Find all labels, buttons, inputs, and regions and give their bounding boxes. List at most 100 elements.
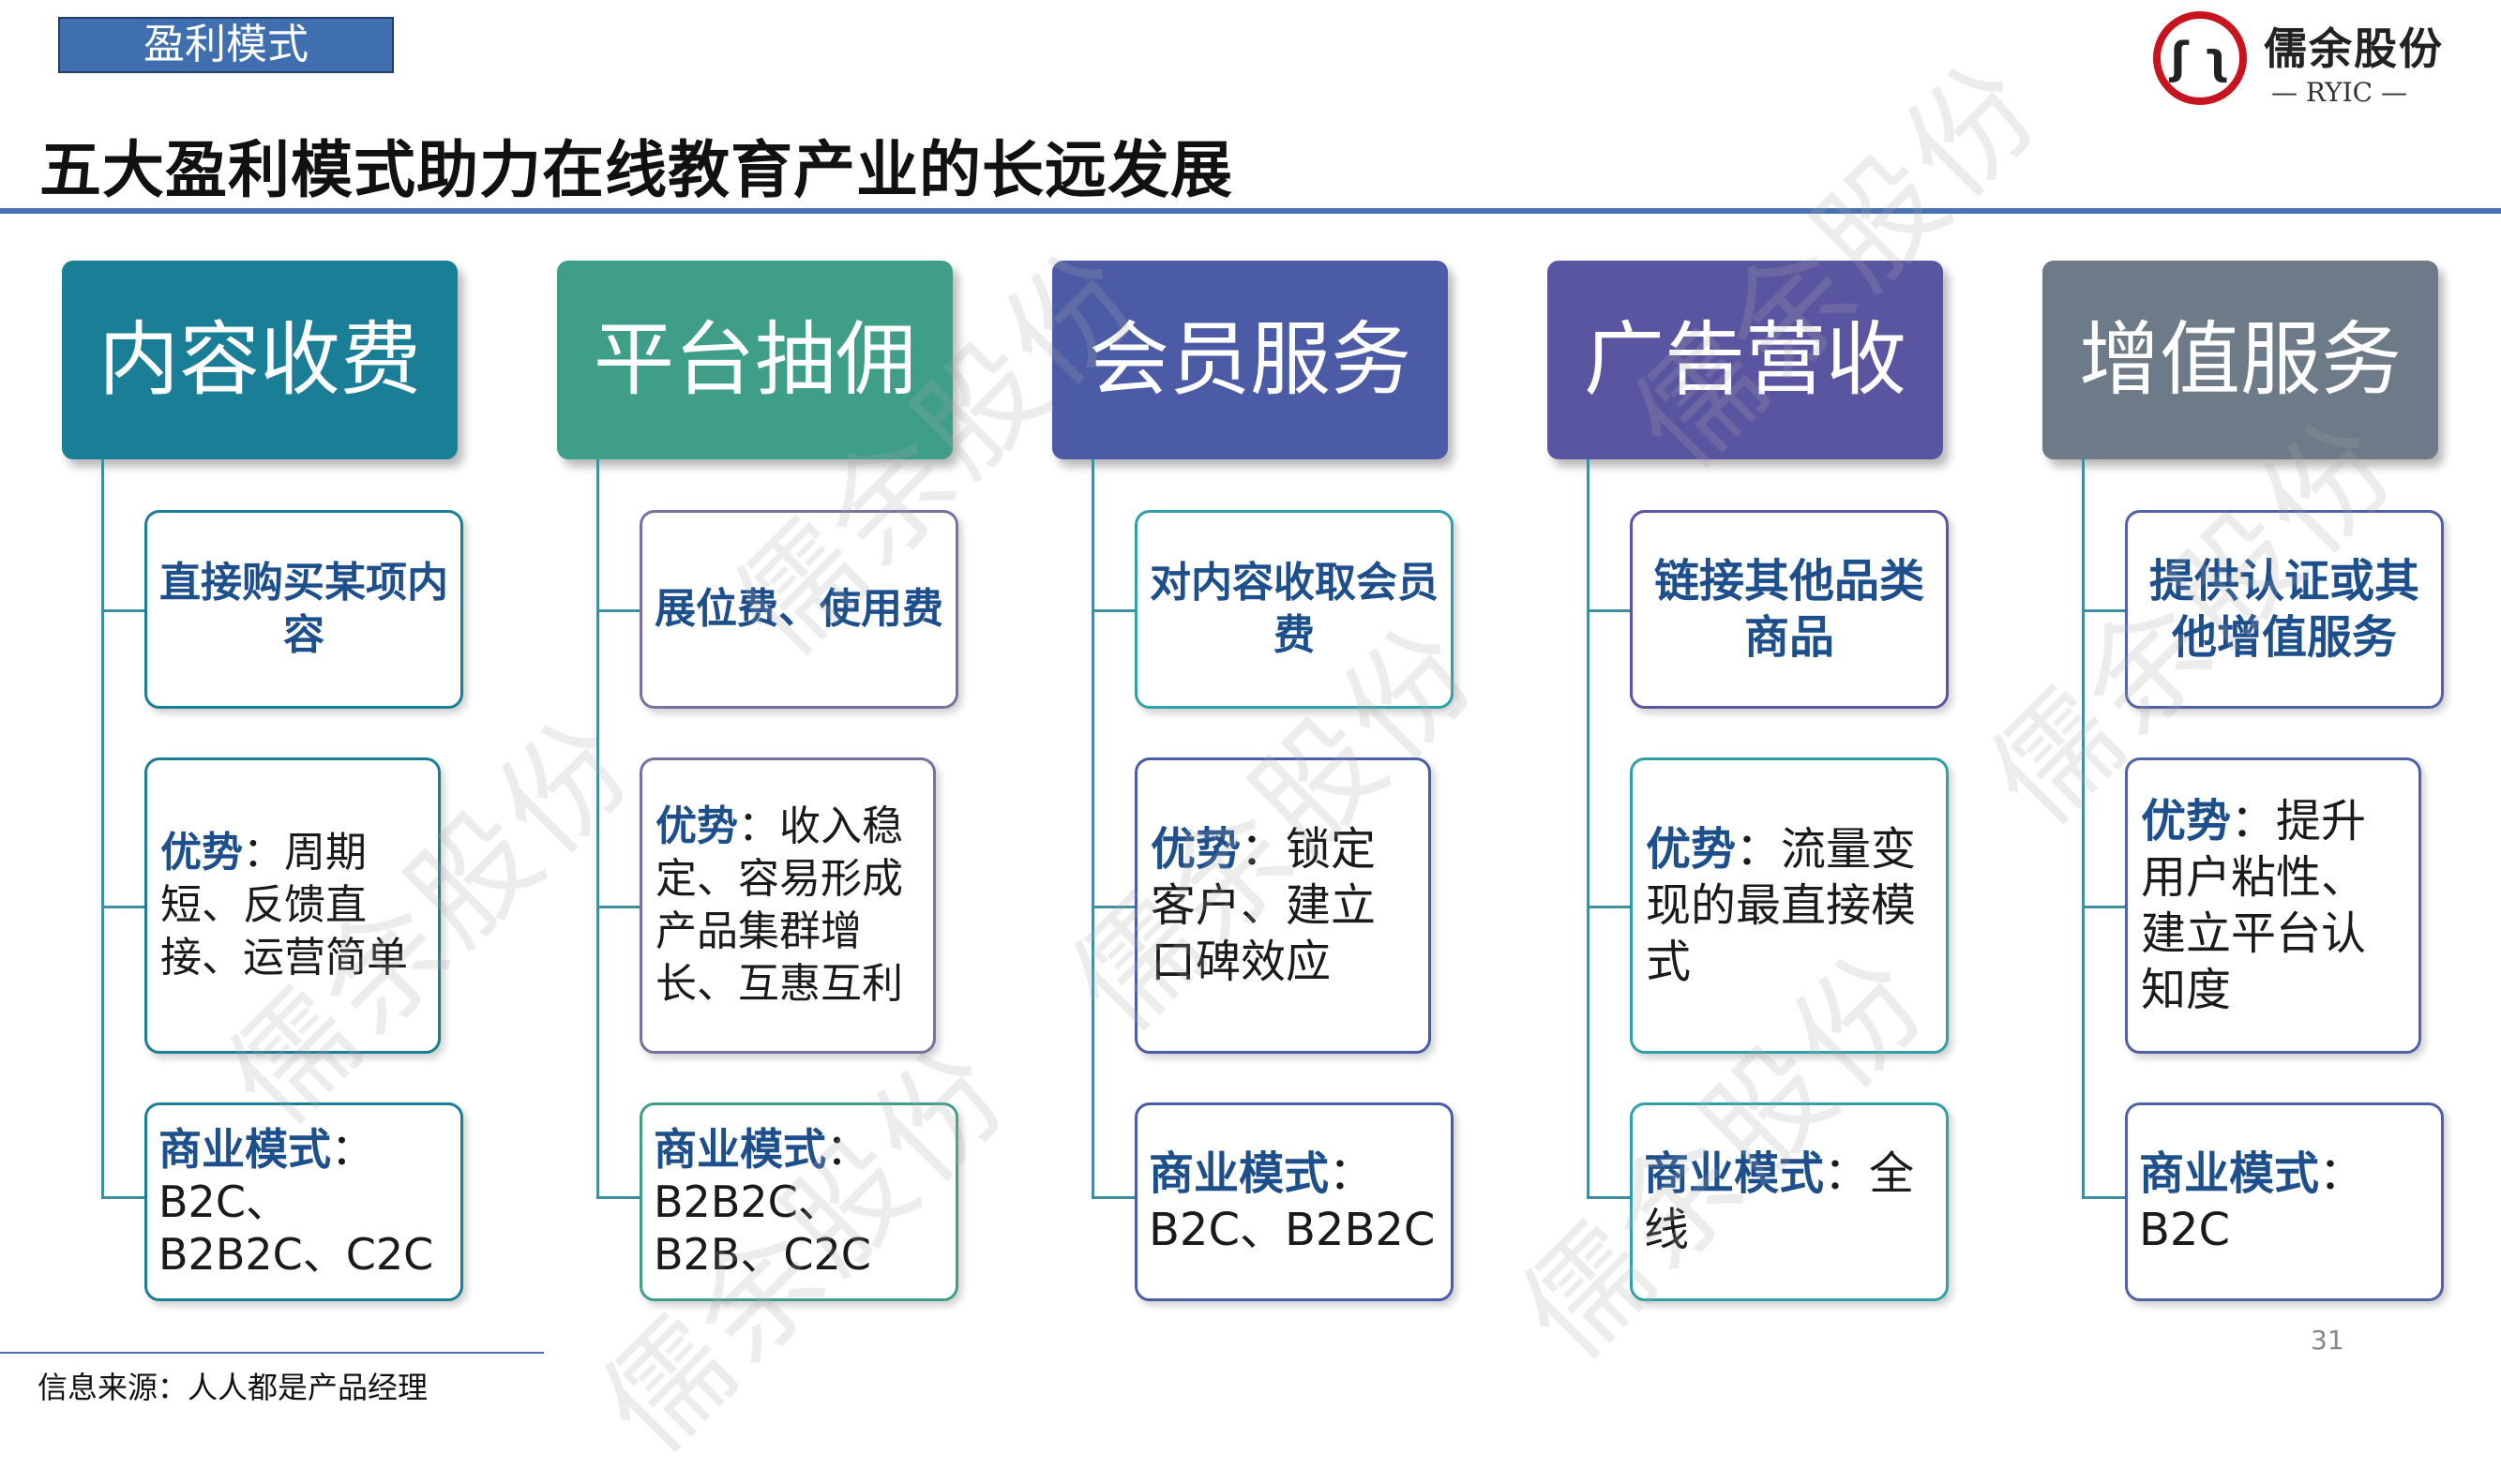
model-column-content-fee: 内容收费 直接购买某项内容 优势：周期短、反馈直接、运营简单 商业模式：B2C、… <box>62 261 465 1320</box>
connector <box>1092 609 1135 612</box>
advantage-card: 优势：周期短、反馈直接、运营简单 <box>144 757 441 1054</box>
connector <box>1092 1196 1135 1199</box>
logo-emblem-icon: ʃ ʅ <box>2153 11 2247 105</box>
company-logo: ʃ ʅ 儒余股份 — RYIC — <box>2153 11 2491 114</box>
column-header: 增值服务 <box>2042 261 2438 459</box>
connector <box>596 609 640 612</box>
business-model-text: 商业模式： B2C <box>2139 1146 2430 1258</box>
business-model-body: B2C、B2B2C <box>1149 1204 1436 1256</box>
advantage-label: 优势 <box>1151 823 1242 876</box>
description-text: 对内容收取会员费 <box>1150 559 1439 659</box>
advantage-separator: ： <box>738 802 779 850</box>
advantage-separator: ： <box>243 829 284 877</box>
connector <box>596 1196 640 1199</box>
advantage-card: 优势：提升用户粘性、建立平台认知度 <box>2125 757 2421 1054</box>
business-model-text: 商业模式：B2C、B2B2C <box>1149 1146 1439 1258</box>
column-header: 会员服务 <box>1052 261 1448 459</box>
business-model-label: 商业模式 <box>1644 1147 1825 1200</box>
column-header: 平台抽佣 <box>557 261 953 459</box>
footer-divider <box>0 1352 544 1354</box>
description-text: 提供认证或其他增值服务 <box>2148 555 2419 664</box>
connector-vertical <box>2082 459 2085 1198</box>
description-card: 链接其他品类商品 <box>1630 510 1949 709</box>
model-column-value-added: 增值服务 提供认证或其他增值服务 优势：提升用户粘性、建立平台认知度 商业模式：… <box>2042 261 2446 1320</box>
connector <box>596 906 640 908</box>
advantage-body: 收入稳定、容易形成产品集群增长、互惠互利 <box>655 802 903 1008</box>
connector <box>2082 609 2125 612</box>
advantage-text: 优势：周期短、反馈直接、运营简单 <box>160 827 425 984</box>
advantage-separator: ： <box>1241 823 1287 876</box>
advantage-text: 优势：提升用户粘性、建立平台认知度 <box>2141 793 2405 1018</box>
business-model-text: 商业模式：全线 <box>1644 1146 1935 1258</box>
advantage-separator: ： <box>1736 823 1782 876</box>
page-title: 五大盈利模式助力在线教育产业的长远发展 <box>39 134 1233 206</box>
logo-english: — RYIC — <box>2271 77 2407 108</box>
description-card: 对内容收取会员费 <box>1135 510 1454 709</box>
business-model-label: 商业模式 <box>2139 1147 2320 1200</box>
advantage-body: 提升用户粘性、建立平台认知度 <box>2141 795 2367 1016</box>
connector <box>1587 609 1630 612</box>
business-model-text: 商业模式：B2C、B2B2C、C2C <box>158 1123 449 1281</box>
advantage-card: 优势：收入稳定、容易形成产品集群增长、互惠互利 <box>640 757 936 1054</box>
advantage-label: 优势 <box>1646 823 1737 876</box>
model-column-membership: 会员服务 对内容收取会员费 优势：锁定客户、建立口碑效应 商业模式：B2C、B2… <box>1052 261 1455 1320</box>
advantage-text: 优势：锁定客户、建立口碑效应 <box>1151 821 1415 990</box>
connector-vertical <box>101 459 104 1198</box>
business-model-label: 商业模式 <box>1149 1147 1330 1200</box>
advantage-card: 优势：锁定客户、建立口碑效应 <box>1135 757 1431 1054</box>
connector <box>101 906 144 908</box>
advantage-text: 优势：收入稳定、容易形成产品集群增长、互惠互利 <box>655 801 920 1011</box>
business-model-separator: ： <box>826 1124 869 1175</box>
connector-vertical <box>596 459 599 1198</box>
connector <box>2082 906 2125 908</box>
business-model-body: 全线 <box>1644 1147 1915 1256</box>
business-model-label: 商业模式 <box>158 1124 331 1175</box>
description-text: 直接购买某项内容 <box>159 559 448 659</box>
connector <box>2082 1196 2125 1199</box>
business-model-separator: ： <box>331 1124 374 1175</box>
advantage-label: 优势 <box>160 829 243 877</box>
advantage-body: 周期短、反馈直接、运营简单 <box>160 829 408 982</box>
source-note: 信息来源：人人都是产品经理 <box>38 1370 429 1405</box>
advantage-label: 优势 <box>2141 795 2232 847</box>
connector-vertical <box>1587 459 1589 1198</box>
business-model-separator: ： <box>1824 1147 1870 1200</box>
advantage-body: 流量变现的最直接模式 <box>1646 823 1917 988</box>
business-model-text: 商业模式：B2B2C、B2B、C2C <box>654 1123 944 1281</box>
connector <box>1587 906 1630 908</box>
column-header: 广告营收 <box>1547 261 1943 459</box>
advantage-text: 优势：流量变现的最直接模式 <box>1646 821 1933 990</box>
advantage-separator: ： <box>2231 795 2277 847</box>
business-model-card: 商业模式： B2C <box>2125 1102 2444 1301</box>
business-model-separator: ： <box>2319 1147 2365 1200</box>
description-text: 展位费、使用费 <box>655 585 943 633</box>
description-text: 链接其他品类商品 <box>1653 555 1924 664</box>
model-column-advertising: 广告营收 链接其他品类商品 优势：流量变现的最直接模式 商业模式：全线 <box>1547 261 1951 1320</box>
business-model-card: 商业模式：B2B2C、B2B、C2C <box>640 1102 958 1301</box>
business-model-body: B2C <box>2139 1204 2230 1256</box>
page-number: 31 <box>2311 1325 2344 1356</box>
connector-vertical <box>1092 459 1094 1198</box>
description-card: 提供认证或其他增值服务 <box>2125 510 2444 709</box>
description-card: 展位费、使用费 <box>640 510 958 709</box>
logo-name: 儒余股份 <box>2264 23 2444 74</box>
section-tag: 盈利模式 <box>58 17 394 73</box>
connector <box>1587 1196 1630 1199</box>
connector <box>1092 906 1135 908</box>
business-model-body: B2C、B2B2C、C2C <box>158 1177 434 1280</box>
model-column-platform-commission: 平台抽佣 展位费、使用费 优势：收入稳定、容易形成产品集群增长、互惠互利 商业模… <box>557 261 960 1320</box>
connector <box>101 1196 144 1199</box>
business-model-body: B2B2C、B2B、C2C <box>654 1177 871 1280</box>
description-card: 直接购买某项内容 <box>144 510 463 709</box>
business-model-card: 商业模式：B2C、B2B2C、C2C <box>144 1102 463 1301</box>
advantage-label: 优势 <box>655 802 738 850</box>
advantage-body: 锁定客户、建立口碑效应 <box>1151 823 1377 988</box>
title-divider <box>0 208 2501 214</box>
connector <box>101 609 144 612</box>
business-model-card: 商业模式：B2C、B2B2C <box>1135 1102 1454 1301</box>
business-model-label: 商业模式 <box>654 1124 826 1175</box>
advantage-card: 优势：流量变现的最直接模式 <box>1630 757 1949 1054</box>
column-header: 内容收费 <box>62 261 458 459</box>
business-model-separator: ： <box>1329 1147 1375 1200</box>
business-model-card: 商业模式：全线 <box>1630 1102 1949 1301</box>
